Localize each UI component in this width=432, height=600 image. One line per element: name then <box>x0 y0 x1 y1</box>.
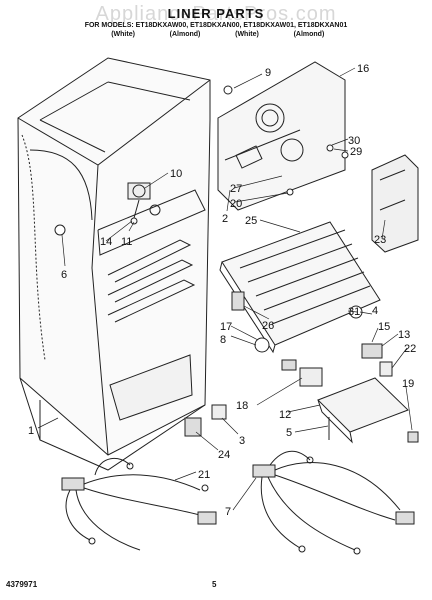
callout-23: 23 <box>374 234 386 246</box>
color-label: (White) <box>235 31 259 38</box>
callout-17: 17 <box>220 321 232 333</box>
light-housing <box>299 367 323 387</box>
color-label: (White) <box>111 31 135 38</box>
callout-20: 20 <box>230 198 242 210</box>
wiring-harness-upper <box>61 457 217 551</box>
callout-31: 31 <box>348 306 360 318</box>
callout-3: 3 <box>239 435 245 447</box>
callout-21: 21 <box>198 469 210 481</box>
leader-lines <box>37 67 413 511</box>
callout-15: 15 <box>378 321 390 333</box>
callout-25: 25 <box>245 215 257 227</box>
page-title: LINER PARTS <box>167 6 265 21</box>
callout-12: 12 <box>279 409 291 421</box>
light-socket <box>281 359 297 371</box>
watermark: AppliancePartsPros.com <box>95 3 337 25</box>
control-housing <box>317 377 409 444</box>
callout-5: 5 <box>286 427 292 439</box>
wiring-harness-lower <box>252 450 415 555</box>
callout-29: 29 <box>350 146 362 158</box>
callout-27: 27 <box>230 183 242 195</box>
screw-part <box>286 188 294 196</box>
screw-part <box>341 151 349 159</box>
callout-14: 14 <box>100 236 112 248</box>
document-number: 4379971 <box>6 580 38 589</box>
liner-cabinet <box>17 57 211 471</box>
callout-16: 16 <box>357 63 369 75</box>
model-numbers: FOR MODELS: ET18DKXAW00, ET18DKXAN00, ET… <box>84 22 348 29</box>
callout-7: 7 <box>225 506 231 518</box>
relay-part <box>184 417 202 437</box>
callout-1: 1 <box>28 425 34 437</box>
plug-part <box>54 224 66 236</box>
callout-labels: 1 2 3 4 5 6 7 8 9 10 11 12 13 14 15 16 1… <box>28 63 416 518</box>
callout-30: 30 <box>348 135 360 147</box>
knob-part <box>379 361 393 377</box>
sensor-part <box>407 431 419 443</box>
callout-24: 24 <box>218 449 230 461</box>
callout-13: 13 <box>398 329 410 341</box>
callout-4: 4 <box>372 305 378 317</box>
rear-evaporator-cover <box>217 61 346 211</box>
callout-19: 19 <box>402 378 414 390</box>
color-label: (Almond) <box>169 31 201 38</box>
page-number: 5 <box>212 580 217 589</box>
thermostat-part <box>361 343 383 359</box>
nut-part <box>326 144 334 152</box>
callout-10: 10 <box>170 168 182 180</box>
callout-18: 18 <box>236 400 248 412</box>
freezer-shelf <box>219 221 381 354</box>
light-bulb <box>254 337 270 353</box>
overload-part <box>211 404 227 420</box>
bracket-part <box>231 291 245 311</box>
callout-2: 2 <box>222 213 228 225</box>
grommet-part <box>223 85 233 95</box>
model-colors: (White) (Almond) (White) (Almond) <box>0 31 432 38</box>
callout-8: 8 <box>220 334 226 346</box>
control-assembly <box>127 182 161 225</box>
callout-26: 26 <box>262 320 274 332</box>
callout-22: 22 <box>404 343 416 355</box>
color-label: (Almond) <box>293 31 325 38</box>
callout-11: 11 <box>121 236 132 248</box>
callout-9: 9 <box>265 67 271 79</box>
callout-6: 6 <box>61 269 67 281</box>
